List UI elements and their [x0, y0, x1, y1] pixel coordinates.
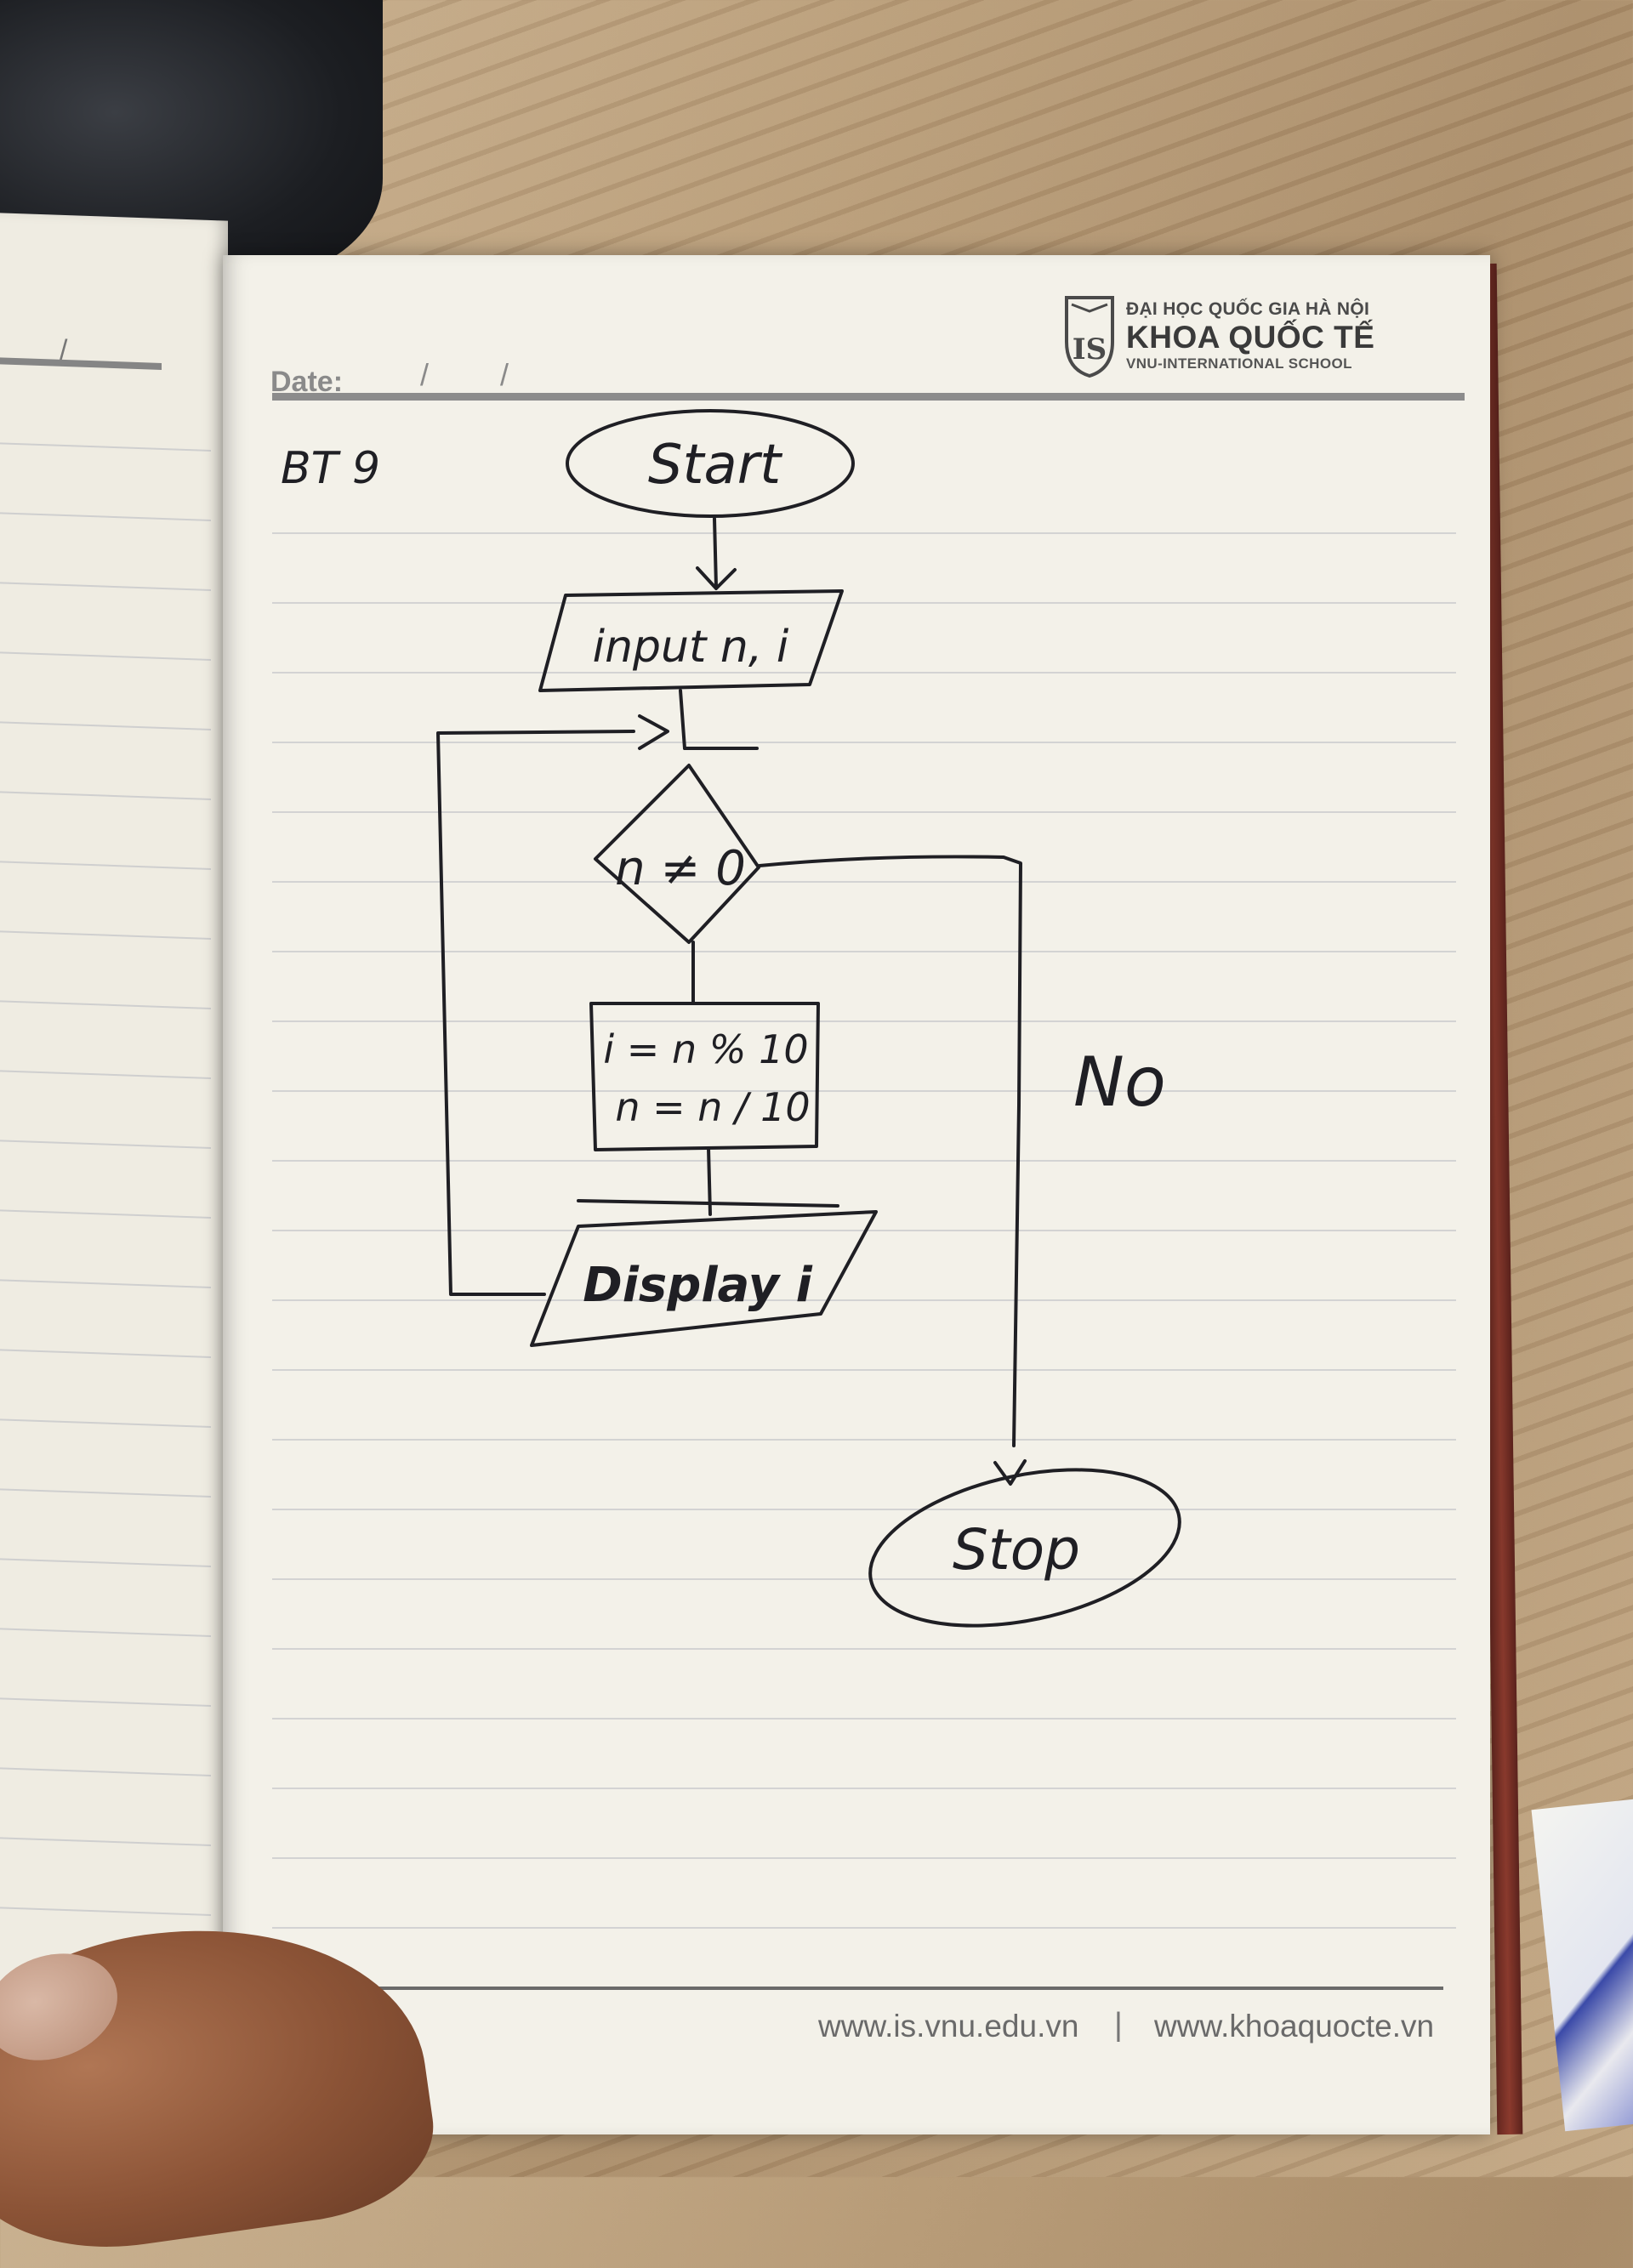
ruled-line — [272, 1788, 1456, 1789]
display-top-stroke — [577, 1199, 839, 1208]
date-label: Date: — [270, 366, 344, 398]
ruled-line — [272, 1439, 1456, 1441]
ruled-line — [272, 811, 1456, 813]
ruled-line — [272, 1857, 1456, 1859]
ruled-line — [272, 1648, 1456, 1650]
right-notebook-page: Date: / / IS ĐẠI HỌC QUỐC GIA HÀ NỘI KHO… — [223, 255, 1490, 2134]
stop-label: Stop — [953, 1517, 1080, 1583]
exercise-label: BT 9 — [281, 443, 380, 494]
process-box — [589, 1002, 820, 1151]
arrowhead — [696, 566, 737, 590]
arrow-input-to-decision — [679, 689, 686, 750]
header-rule — [272, 393, 1465, 401]
ruled-line — [272, 951, 1456, 952]
no-branch-label: No — [1073, 1043, 1166, 1122]
ruled-line — [272, 1090, 1456, 1092]
shield-letters: IS — [1073, 333, 1107, 367]
arrow-start-to-input — [713, 517, 718, 588]
loop-arrowhead — [638, 714, 669, 750]
footer-separator: | — [1114, 2007, 1123, 2043]
loop-back-line — [436, 730, 635, 1296]
ruled-line — [272, 881, 1456, 883]
decision-diamond — [594, 764, 760, 944]
date-slash: / — [500, 357, 509, 392]
ruled-line — [272, 532, 1456, 534]
ruled-line — [272, 742, 1456, 743]
stop-terminator — [868, 1468, 1181, 1628]
ruled-line — [272, 1509, 1456, 1510]
ruled-line — [272, 1927, 1456, 1929]
ruled-line — [272, 1299, 1456, 1301]
start-terminator — [566, 409, 855, 518]
process-line-1: i = n % 10 — [603, 1026, 808, 1072]
footer-url-is: www.is.vnu.edu.vn — [818, 2009, 1079, 2043]
ruled-line — [272, 1020, 1456, 1022]
no-branch-line — [758, 855, 1022, 1447]
display-label: Display i — [583, 1258, 812, 1313]
start-label: Start — [648, 434, 783, 497]
school-shield-logo-icon: IS — [1065, 296, 1114, 378]
date-slash: / — [420, 357, 430, 392]
footer-rule — [306, 1987, 1443, 1990]
ruled-line — [272, 1160, 1456, 1162]
ruled-line — [272, 602, 1456, 604]
ruled-line — [272, 1578, 1456, 1580]
display-parallelogram — [530, 1210, 878, 1347]
handwritten-flowchart: BT 9 Start input n, i n ≠ 0 i = n % 10 n… — [281, 409, 1181, 1628]
process-line-2: n = n / 10 — [615, 1084, 810, 1130]
footer-url-khoaquocte: www.khoaquocte.vn — [1154, 2009, 1435, 2043]
logo-university-name: ĐẠI HỌC QUỐC GIA HÀ NỘI — [1126, 299, 1370, 319]
ruled-line — [272, 1718, 1456, 1719]
logo-faculty-name: KHOA QUỐC TẾ — [1126, 320, 1375, 355]
ruled-line — [272, 1369, 1456, 1371]
input-label: input n, i — [593, 622, 789, 673]
input-parallelogram — [538, 589, 844, 692]
ruled-line — [272, 672, 1456, 674]
decision-label: n ≠ 0 — [615, 841, 746, 896]
logo-school-english: VNU-INTERNATIONAL SCHOOL — [1126, 355, 1352, 372]
no-branch-arrowhead — [993, 1459, 1027, 1486]
